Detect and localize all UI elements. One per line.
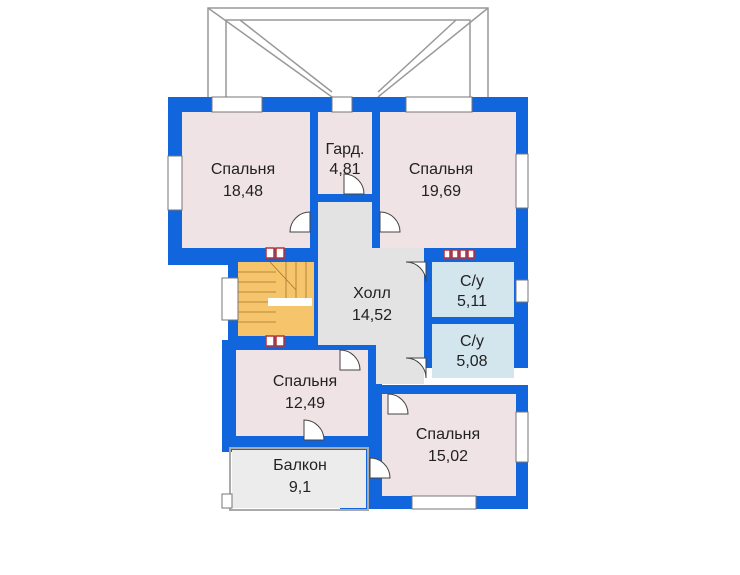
- windows: [167, 96, 529, 510]
- room-bedroom-ne: [380, 112, 516, 248]
- doors: [289, 173, 427, 479]
- room-hall: [318, 202, 424, 384]
- room-bedroom-nw: [182, 112, 310, 248]
- roof-outline: [207, 7, 489, 98]
- balcony-railing: [229, 447, 369, 511]
- room-bath-2: [432, 324, 514, 378]
- balcony-post: [221, 493, 233, 509]
- chimneys: [265, 247, 475, 347]
- room-balcony: [232, 450, 366, 508]
- label-wardrobe: Гард.4,81: [326, 141, 365, 178]
- room-bath-1: [432, 262, 514, 317]
- staircase: [238, 261, 314, 336]
